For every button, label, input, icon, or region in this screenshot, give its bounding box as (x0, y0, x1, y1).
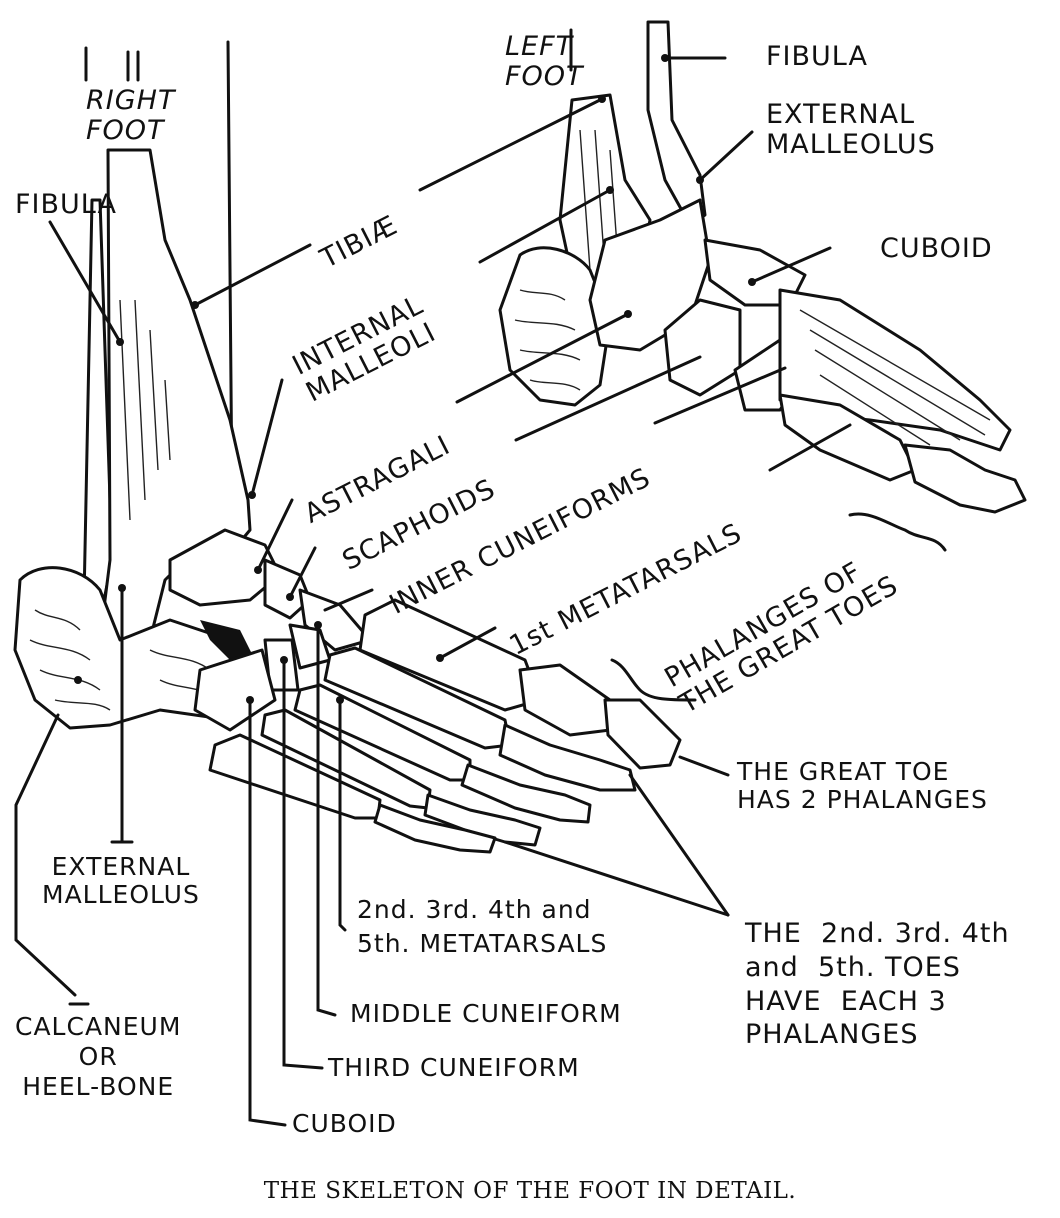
label-fibula-left: FIBULA (766, 41, 868, 72)
leader-dot (246, 696, 254, 704)
leader-dot (74, 676, 82, 684)
leader-dot (280, 656, 288, 664)
right-fourth-toe-phalanges (423, 793, 542, 847)
leader-dot (696, 176, 704, 184)
right-foot-drawing (13, 40, 682, 854)
leader-dot (661, 54, 669, 62)
label-right-foot: RIGHT FOOT (86, 85, 176, 147)
leader-dot (436, 654, 444, 662)
brace-great-toe-phalanges-left (848, 512, 947, 552)
leader-external-malleolus-left (698, 130, 754, 182)
left-fibula-bone (646, 20, 707, 227)
leader-dot (314, 621, 322, 629)
leader-tibiae-right (193, 243, 312, 307)
left-foot-drawing (498, 20, 1027, 514)
leader-tibiae-left (418, 97, 604, 192)
leader-other-toes-a (628, 773, 730, 917)
label-calcaneum: CALCANEUM OR HEEL-BONE (15, 1012, 182, 1101)
leader-cuboid-right (248, 698, 287, 1127)
label-external-malleolus-left: EXTERNAL MALLEOLUS (766, 99, 936, 161)
label-fibula-right: FIBULA (15, 189, 117, 220)
leader-inner-cuneiforms-left (653, 366, 787, 425)
leader-metatarsals-2-5 (338, 698, 347, 932)
label-other-toes-note: THE 2nd. 3rd. 4th and 5th. TOES HAVE EAC… (745, 918, 1010, 1051)
leader-inner-cuneiforms-right (323, 588, 374, 612)
brace-great-toe-phalanges-right (610, 658, 697, 702)
label-external-malleolus-right: EXTERNAL MALLEOLUS (42, 852, 200, 909)
leader-internal-malleoli-left (478, 188, 612, 264)
label-middle-cuneiform: MIDDLE CUNEIFORM (350, 999, 622, 1028)
leader-scaphoids-left (514, 355, 702, 442)
label-left-foot: LEFT FOOT (505, 31, 584, 93)
leader-dot (116, 338, 124, 346)
label-metatarsals-2-5: 2nd. 3rd. 4th and 5th. METATARSALS (357, 895, 608, 958)
leader-astragali-left (455, 312, 630, 404)
figure-caption: THE SKELETON OF THE FOOT IN DETAIL. (263, 1178, 797, 1204)
leader-first-metatarsals-left (768, 423, 852, 472)
leader-dot (598, 95, 606, 103)
leader-dot (748, 278, 756, 286)
leader-fibula-right (48, 220, 122, 344)
leader-dot (624, 310, 632, 318)
leader-third-cuneiform (282, 658, 324, 1070)
leader-astragali-right (256, 498, 294, 572)
right-cuboid-bone (193, 648, 277, 732)
right-second-toe-phalanges (498, 723, 637, 792)
leader-dot (606, 186, 614, 194)
leader-scaphoids-right (288, 546, 317, 599)
leader-dot (286, 593, 294, 601)
left-first-metatarsal-bone (778, 393, 917, 482)
leader-dot (191, 301, 199, 309)
right-great-toe-proximal-phalanx (518, 663, 612, 737)
leader-dot (336, 696, 344, 704)
right-ankle-shadow (200, 620, 255, 665)
leader-other-toes-b (503, 840, 730, 917)
leader-cuboid-left (750, 246, 832, 284)
label-great-toe-note: THE GREAT TOE HAS 2 PHALANGES (737, 757, 988, 814)
leader-internal-malleoli-right (250, 378, 284, 497)
leader-great-toe-note (678, 755, 730, 777)
leader-dot (254, 566, 262, 574)
label-cuboid-left: CUBOID (880, 233, 993, 264)
label-cuboid-right: CUBOID (292, 1109, 397, 1138)
leader-calcaneum (14, 713, 77, 997)
leader-lines (14, 54, 947, 1127)
leader-dot (248, 491, 256, 499)
right-third-toe-phalanges (460, 763, 592, 824)
right-fifth-toe-phalanges (373, 803, 497, 854)
leader-dot (118, 584, 126, 592)
right-great-toe-distal-phalanx (603, 698, 682, 770)
leader-middle-cuneiform (316, 623, 337, 1017)
left-great-toe-phalanges (903, 443, 1027, 514)
right-scaphoid-bone (263, 558, 312, 620)
label-third-cuneiform: THIRD CUNEIFORM (328, 1053, 580, 1082)
leader-first-metatarsals-right (438, 626, 497, 660)
